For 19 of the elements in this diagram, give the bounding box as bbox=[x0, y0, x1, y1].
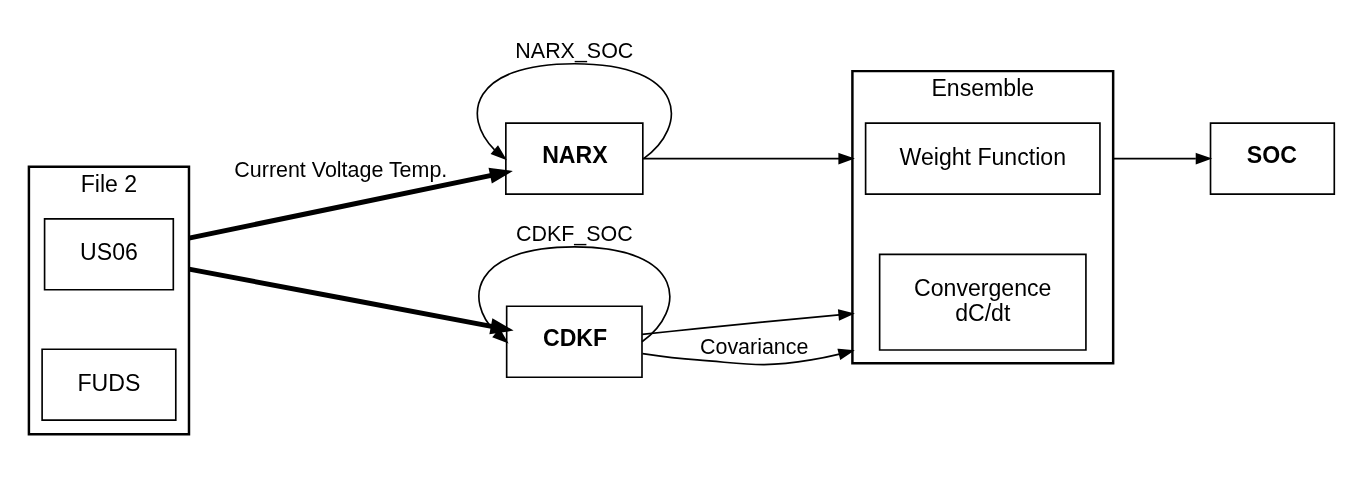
node-box: NARX bbox=[505, 121, 644, 195]
node-box: CDKF bbox=[505, 304, 643, 378]
node-box: Convergence dC/dt bbox=[878, 253, 1087, 351]
arrow bbox=[1112, 152, 1213, 164]
edge-label: NARX_SOC bbox=[515, 38, 634, 63]
node-box: US06 bbox=[43, 217, 175, 291]
edge-label: Covariance bbox=[700, 334, 809, 359]
arrow bbox=[642, 152, 855, 164]
arrow bbox=[188, 266, 514, 334]
node-box: FUDS bbox=[41, 347, 177, 421]
arrow bbox=[641, 308, 855, 335]
arrow bbox=[188, 167, 513, 240]
arrow bbox=[476, 62, 672, 160]
node-box: Weight Function bbox=[864, 121, 1101, 195]
node-box: SOC bbox=[1209, 121, 1336, 195]
edge-label: CDKF_SOC bbox=[515, 221, 633, 246]
edge-label: Current Voltage Temp. bbox=[234, 157, 448, 182]
arrow bbox=[478, 245, 671, 343]
arrow bbox=[641, 348, 855, 365]
